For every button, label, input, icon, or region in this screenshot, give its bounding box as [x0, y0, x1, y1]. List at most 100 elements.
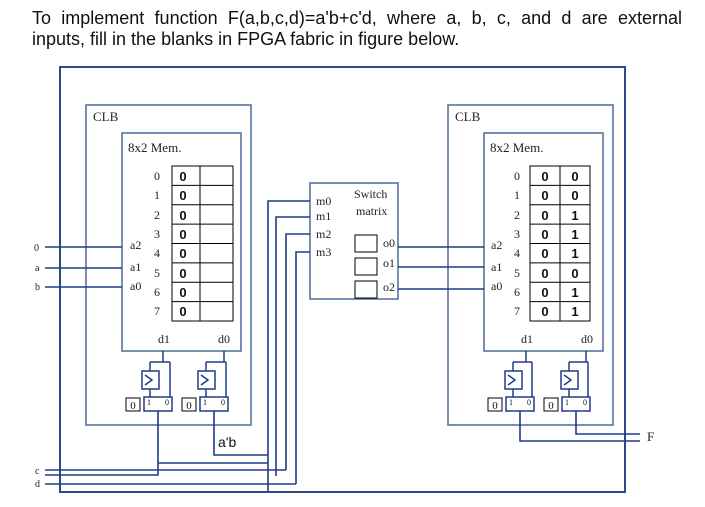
clb-left-flipflop-2 — [197, 370, 216, 390]
clb-right-addr: 7 — [514, 304, 520, 318]
switch-input-m3: m3 — [316, 245, 331, 259]
clb-right-d1-cell: 0 — [541, 246, 548, 261]
clb-left-d1-cell: 0 — [179, 208, 186, 223]
clb-right-flipflop-1 — [504, 370, 523, 390]
clb-left-out-d1: d1 — [158, 332, 170, 346]
clb-left-out-d0: d0 — [218, 332, 230, 346]
switch-output-o2: o2 — [383, 280, 395, 294]
switch-input-m1: m1 — [316, 209, 331, 223]
clb-right-mux-bit-text-2: 0 — [548, 400, 554, 412]
input-b-label: b — [35, 282, 40, 293]
clb-right-memory — [483, 132, 604, 352]
clb-right-addr: 1 — [514, 188, 520, 202]
clb-left-d1-cell: 0 — [179, 304, 186, 319]
clb-left-addr: 6 — [154, 285, 160, 299]
clb-right-out-d0: d0 — [581, 332, 593, 346]
routing-wires — [45, 200, 640, 491]
clb-left-addr: 5 — [154, 266, 160, 280]
clb-right-addr-input-a2: a2 — [491, 238, 502, 252]
clb-right-d1-cell: 0 — [541, 227, 548, 242]
clb-left-mux-bit-1 — [125, 397, 141, 412]
clb-left-d1-cell: 0 — [179, 266, 186, 281]
clb-left-mux2-one: 1 — [203, 398, 207, 407]
switch-output-o1: o1 — [383, 256, 395, 270]
switch-output-o0: o0 — [383, 236, 395, 250]
clb-right-d1-cell: 0 — [541, 266, 548, 281]
clb-right — [447, 104, 614, 426]
clb-right-addr: 4 — [514, 246, 520, 260]
switch-input-m2: m2 — [316, 227, 331, 241]
clb-right-addr-input-a1: a1 — [491, 260, 502, 274]
clb-right-d1-cell: 0 — [541, 169, 548, 184]
clb-left-mux1-one: 1 — [147, 398, 151, 407]
clb-right-d0-cell: 1 — [571, 304, 578, 319]
clb-left-mux-bit-text-1: 0 — [130, 400, 136, 412]
clb-right-addr: 3 — [514, 227, 520, 241]
clb-left-mux-bit-2 — [181, 397, 197, 412]
clb-left-d1-cell: 0 — [179, 188, 186, 203]
input-zero-label: 0 — [34, 243, 39, 254]
clb-right-d0-cell: 1 — [571, 227, 578, 242]
clb-right-d0-cell: 1 — [571, 285, 578, 300]
clb-right-d1-cell: 0 — [541, 285, 548, 300]
output-f-label: F — [647, 429, 654, 444]
clb-left-d1-cell: 0 — [179, 246, 186, 261]
clb-left-addr: 4 — [154, 246, 160, 260]
clb-left-memory — [121, 132, 242, 352]
clb-right-d0-cell: 1 — [571, 208, 578, 223]
clb-right-addr: 6 — [514, 285, 520, 299]
clb-left-title: CLB — [93, 109, 119, 124]
clb-right-mem-title: 8x2 Mem. — [490, 140, 543, 155]
clb-left-flipflop-1 — [141, 370, 160, 390]
switch-config-box-o1[interactable] — [354, 257, 378, 276]
clb-left-addr: 3 — [154, 227, 160, 241]
clb-right-d0-cell: 0 — [571, 188, 578, 203]
clb-left-mux1-zero: 0 — [165, 398, 169, 407]
clb-left-mem-title: 8x2 Mem. — [128, 140, 181, 155]
switch-config-box-o2[interactable] — [354, 280, 378, 299]
clb-right-mux-bit-2 — [543, 397, 559, 412]
clb-right-mux1-zero: 0 — [527, 398, 531, 407]
switch-matrix-title-2: matrix — [356, 204, 387, 218]
clb-left-addr-input-a1: a1 — [130, 260, 141, 274]
clb-left-mux2-zero: 0 — [221, 398, 225, 407]
clb-right-mux1-one: 1 — [509, 398, 513, 407]
clb-right-addr: 0 — [514, 169, 520, 183]
clb-right-mux2-one: 1 — [565, 398, 569, 407]
clb-right-mux2-zero: 0 — [583, 398, 587, 407]
clb-right-mux-bit-1 — [487, 397, 503, 412]
clb-right-title: CLB — [455, 109, 481, 124]
clb-right-d1-cell: 0 — [541, 304, 548, 319]
clb-left-addr: 0 — [154, 169, 160, 183]
switch-matrix — [309, 182, 399, 300]
switch-input-m0: m0 — [316, 194, 331, 208]
clb-left-mux-bit-text-2: 0 — [186, 400, 192, 412]
clb-right-addr: 5 — [514, 266, 520, 280]
clb-right-d1-cell: 0 — [541, 208, 548, 223]
clb-right-out-d1: d1 — [521, 332, 533, 346]
clb-right-flipflop-2 — [560, 370, 579, 390]
clb-right-d0-cell: 0 — [571, 169, 578, 184]
clb-right-d0-cell: 1 — [571, 246, 578, 261]
clb-right-d1-cell: 0 — [541, 188, 548, 203]
fpga-fabric-border — [59, 66, 626, 493]
question-text: To implement function F(a,b,c,d)=a'b+c'd… — [32, 8, 682, 49]
clb-left-d1-cell: 0 — [179, 169, 186, 184]
clb-left-table — [171, 165, 234, 322]
input-d-label: d — [35, 479, 40, 490]
clb-left-addr: 1 — [154, 188, 160, 202]
clb-left-addr: 7 — [154, 304, 160, 318]
clb-right-table — [529, 165, 591, 322]
clb-left — [85, 104, 252, 426]
clb-right-d0-cell: 0 — [571, 266, 578, 281]
switch-config-box-o0[interactable] — [354, 234, 378, 253]
clb-right-addr: 2 — [514, 208, 520, 222]
clb-left-addr-input-a0: a0 — [130, 279, 141, 293]
switch-matrix-title-1: Switch — [354, 187, 387, 201]
input-a-label: a — [35, 263, 40, 274]
clb-right-addr-input-a0: a0 — [491, 279, 502, 293]
clb-right-mux-bit-text-1: 0 — [492, 400, 498, 412]
clb-left-d1-cell: 0 — [179, 285, 186, 300]
clb-left-d1-cell: 0 — [179, 227, 186, 242]
